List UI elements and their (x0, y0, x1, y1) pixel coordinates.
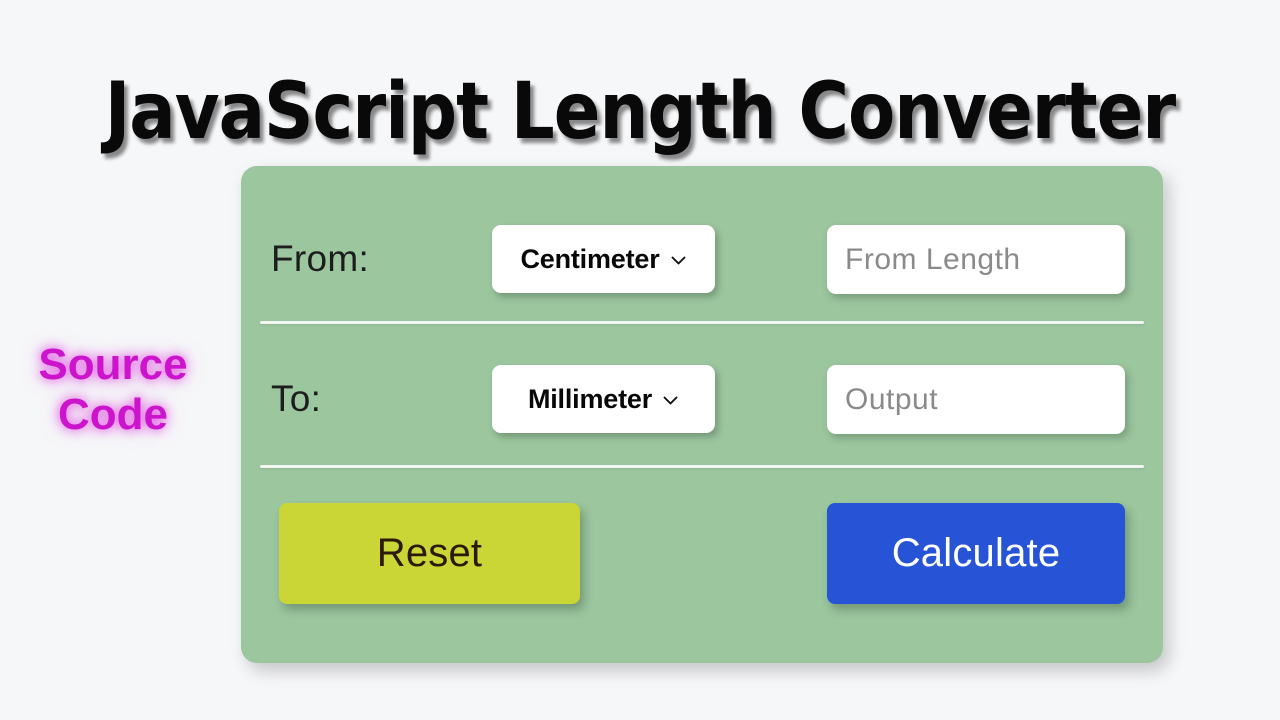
from-label: From: (271, 238, 370, 279)
source-code-watermark: Source Code (8, 340, 218, 440)
output-input[interactable] (827, 365, 1125, 434)
page-title: JavaScript Length Converter (104, 67, 1177, 158)
chevron-down-icon (662, 392, 679, 409)
source-code-line-1: Source (38, 340, 188, 389)
calculate-button[interactable]: Calculate (827, 503, 1125, 604)
converter-card: From: Centimeter To: Millimeter (241, 166, 1163, 663)
source-code-line-2: Code (58, 390, 168, 439)
divider-top (260, 321, 1144, 324)
from-row: From: Centimeter (241, 209, 1163, 309)
from-unit-select[interactable]: Centimeter (492, 225, 715, 293)
chevron-down-icon (670, 252, 687, 269)
to-row: To: Millimeter (241, 349, 1163, 449)
to-unit-select[interactable]: Millimeter (492, 365, 715, 433)
to-label: To: (271, 378, 322, 419)
reset-button[interactable]: Reset (279, 503, 580, 604)
from-unit-value: Centimeter (520, 243, 660, 274)
from-length-input[interactable] (827, 225, 1125, 294)
button-row: Reset Calculate (241, 503, 1163, 604)
divider-bottom (260, 465, 1144, 468)
to-unit-value: Millimeter (527, 383, 653, 414)
